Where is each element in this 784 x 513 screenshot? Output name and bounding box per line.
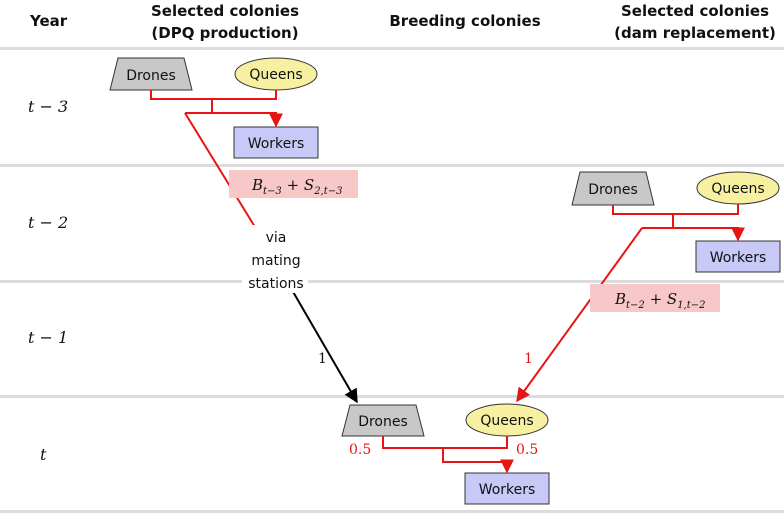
dam-family-t-minus-2: Drones Queens Workers [571,171,781,273]
svg-text:via: via [266,230,287,246]
svg-text:Bt−3 + S2,t−3: Bt−3 + S2,t−3 [251,176,343,197]
formula-box-dpq: Bt−3 + S2,t−3 [229,170,358,198]
drones-label: Drones [588,182,638,198]
weight-queens-t: 0.5 [516,442,538,458]
weight-drone-path: 1 [318,351,327,367]
drones-node [109,57,193,91]
drones-label: Drones [126,68,176,84]
weight-drones-t: 0.5 [349,442,371,458]
drones-label: Drones [358,414,408,430]
row-separator [0,164,784,167]
parent-link [150,90,277,100]
row-separator [0,510,784,513]
workers-node [233,126,319,159]
row-separator [0,280,784,283]
queens-label: Queens [711,181,764,197]
svg-text:stations: stations [248,276,303,292]
formula-box-dam: Bt−2 + S1,t−2 [590,284,720,312]
parent-link [382,436,508,449]
workers-label: Workers [479,482,536,498]
breeding-family-t: Drones Queens Workers [341,403,550,505]
year-label-t: t [40,445,47,464]
offspring-link [672,214,745,242]
year-label-t-minus-2: t − 2 [28,213,69,232]
header-selected-dam: Selected colonies (dam replacement) [614,2,776,42]
parent-link [612,204,739,215]
header-selected-dpq: Selected colonies (DPQ production) [150,2,300,42]
drone-path-red [184,112,264,241]
workers-node [695,240,781,273]
svg-text:Bt−2 + S1,t−2: Bt−2 + S1,t−2 [614,290,706,311]
year-label-t-minus-3: t − 3 [28,97,69,116]
row-separator [0,395,784,398]
offspring-link [211,99,283,128]
drones-node [571,171,655,206]
dpq-family-t-minus-3: Drones Queens Workers [109,57,319,159]
queen-path [516,227,643,403]
mating-stations-label: via mating stations [242,225,308,293]
drones-node [341,404,425,437]
header-breeding: Breeding colonies [389,12,541,30]
workers-label: Workers [248,136,305,152]
year-label-t-minus-1: t − 1 [28,328,69,347]
row-separator [0,47,784,50]
svg-text:mating: mating [251,253,300,269]
queens-label: Queens [480,413,533,429]
queens-label: Queens [249,67,302,83]
weight-queen-path: 1 [524,351,533,367]
workers-label: Workers [710,250,767,266]
offspring-link [442,448,514,474]
header-year: Year [30,12,68,30]
